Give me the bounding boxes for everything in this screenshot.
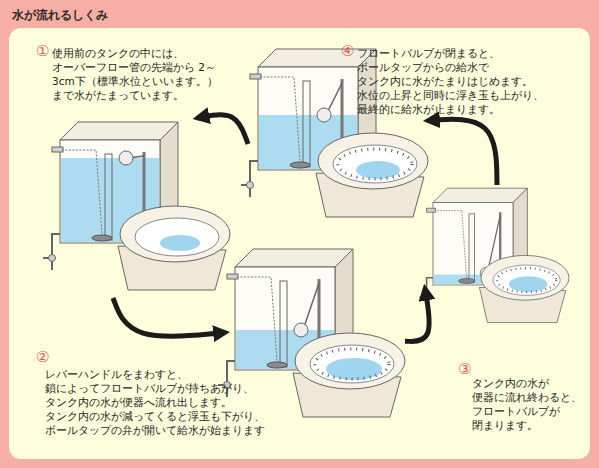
cycle-arrow [405,289,429,342]
toilet-bowl [316,133,428,217]
float-ball [317,108,331,122]
float-ball [294,323,308,337]
step-description: フロートバルブが閉まると、 ボールタップからの給水で タンク内に水がたまりはじめ… [357,46,539,116]
step-node: ①使用前のタンクの中には、 オーバーフロー管の先端から 2～3cm下（標準水位と… [50,118,230,298]
page-title: 水が流れるしくみ [12,7,108,24]
bowl-water [160,235,200,251]
toilet-step-3 [419,188,569,322]
float-ball [119,151,133,165]
toilet-bowl [118,206,230,290]
rinse-flow [497,268,556,292]
step-node: ②レバーハンドルをまわすと、 鎖によってフロートバルブが持ちあがり、 タンク内の… [225,245,405,420]
toilet-bowl [293,333,405,417]
rinse-flow [338,149,412,179]
panel [9,28,590,459]
callout-number: ① [36,43,49,59]
step-node: ③タンク内の水が 便器に流れ終わると、 フロートバルブが 閉まります。 [425,185,569,329]
step-description: 使用前のタンクの中には、 オーバーフロー管の先端から 2～3cm下（標準水位とい… [52,46,232,102]
step-description: タンク内の水が 便器に流れ終わると、 フロートバルブが 閉まります。 [472,376,582,432]
callout-number: ② [36,349,49,365]
callout-number: ④ [341,43,354,59]
toilet-step-1 [43,122,230,290]
cycle-arrow [428,119,497,185]
step-description: レバーハンドルをまわすと、 鎖によってフロートバルブが持ちあがり、 タンク内の水… [45,367,259,437]
toilet-bowl [479,255,569,322]
bowl-water [509,276,547,292]
cycle-arrow [198,115,248,144]
rinse-flow [315,349,389,379]
float-arm [303,283,319,330]
step-node: ④フロートバルブが閉まると、 ボールタップからの給水で タンク内に水がたまりはじ… [248,45,428,225]
callout-number: ③ [458,361,471,377]
cycle-arrow [113,298,225,336]
toilet-step-4 [241,49,428,217]
